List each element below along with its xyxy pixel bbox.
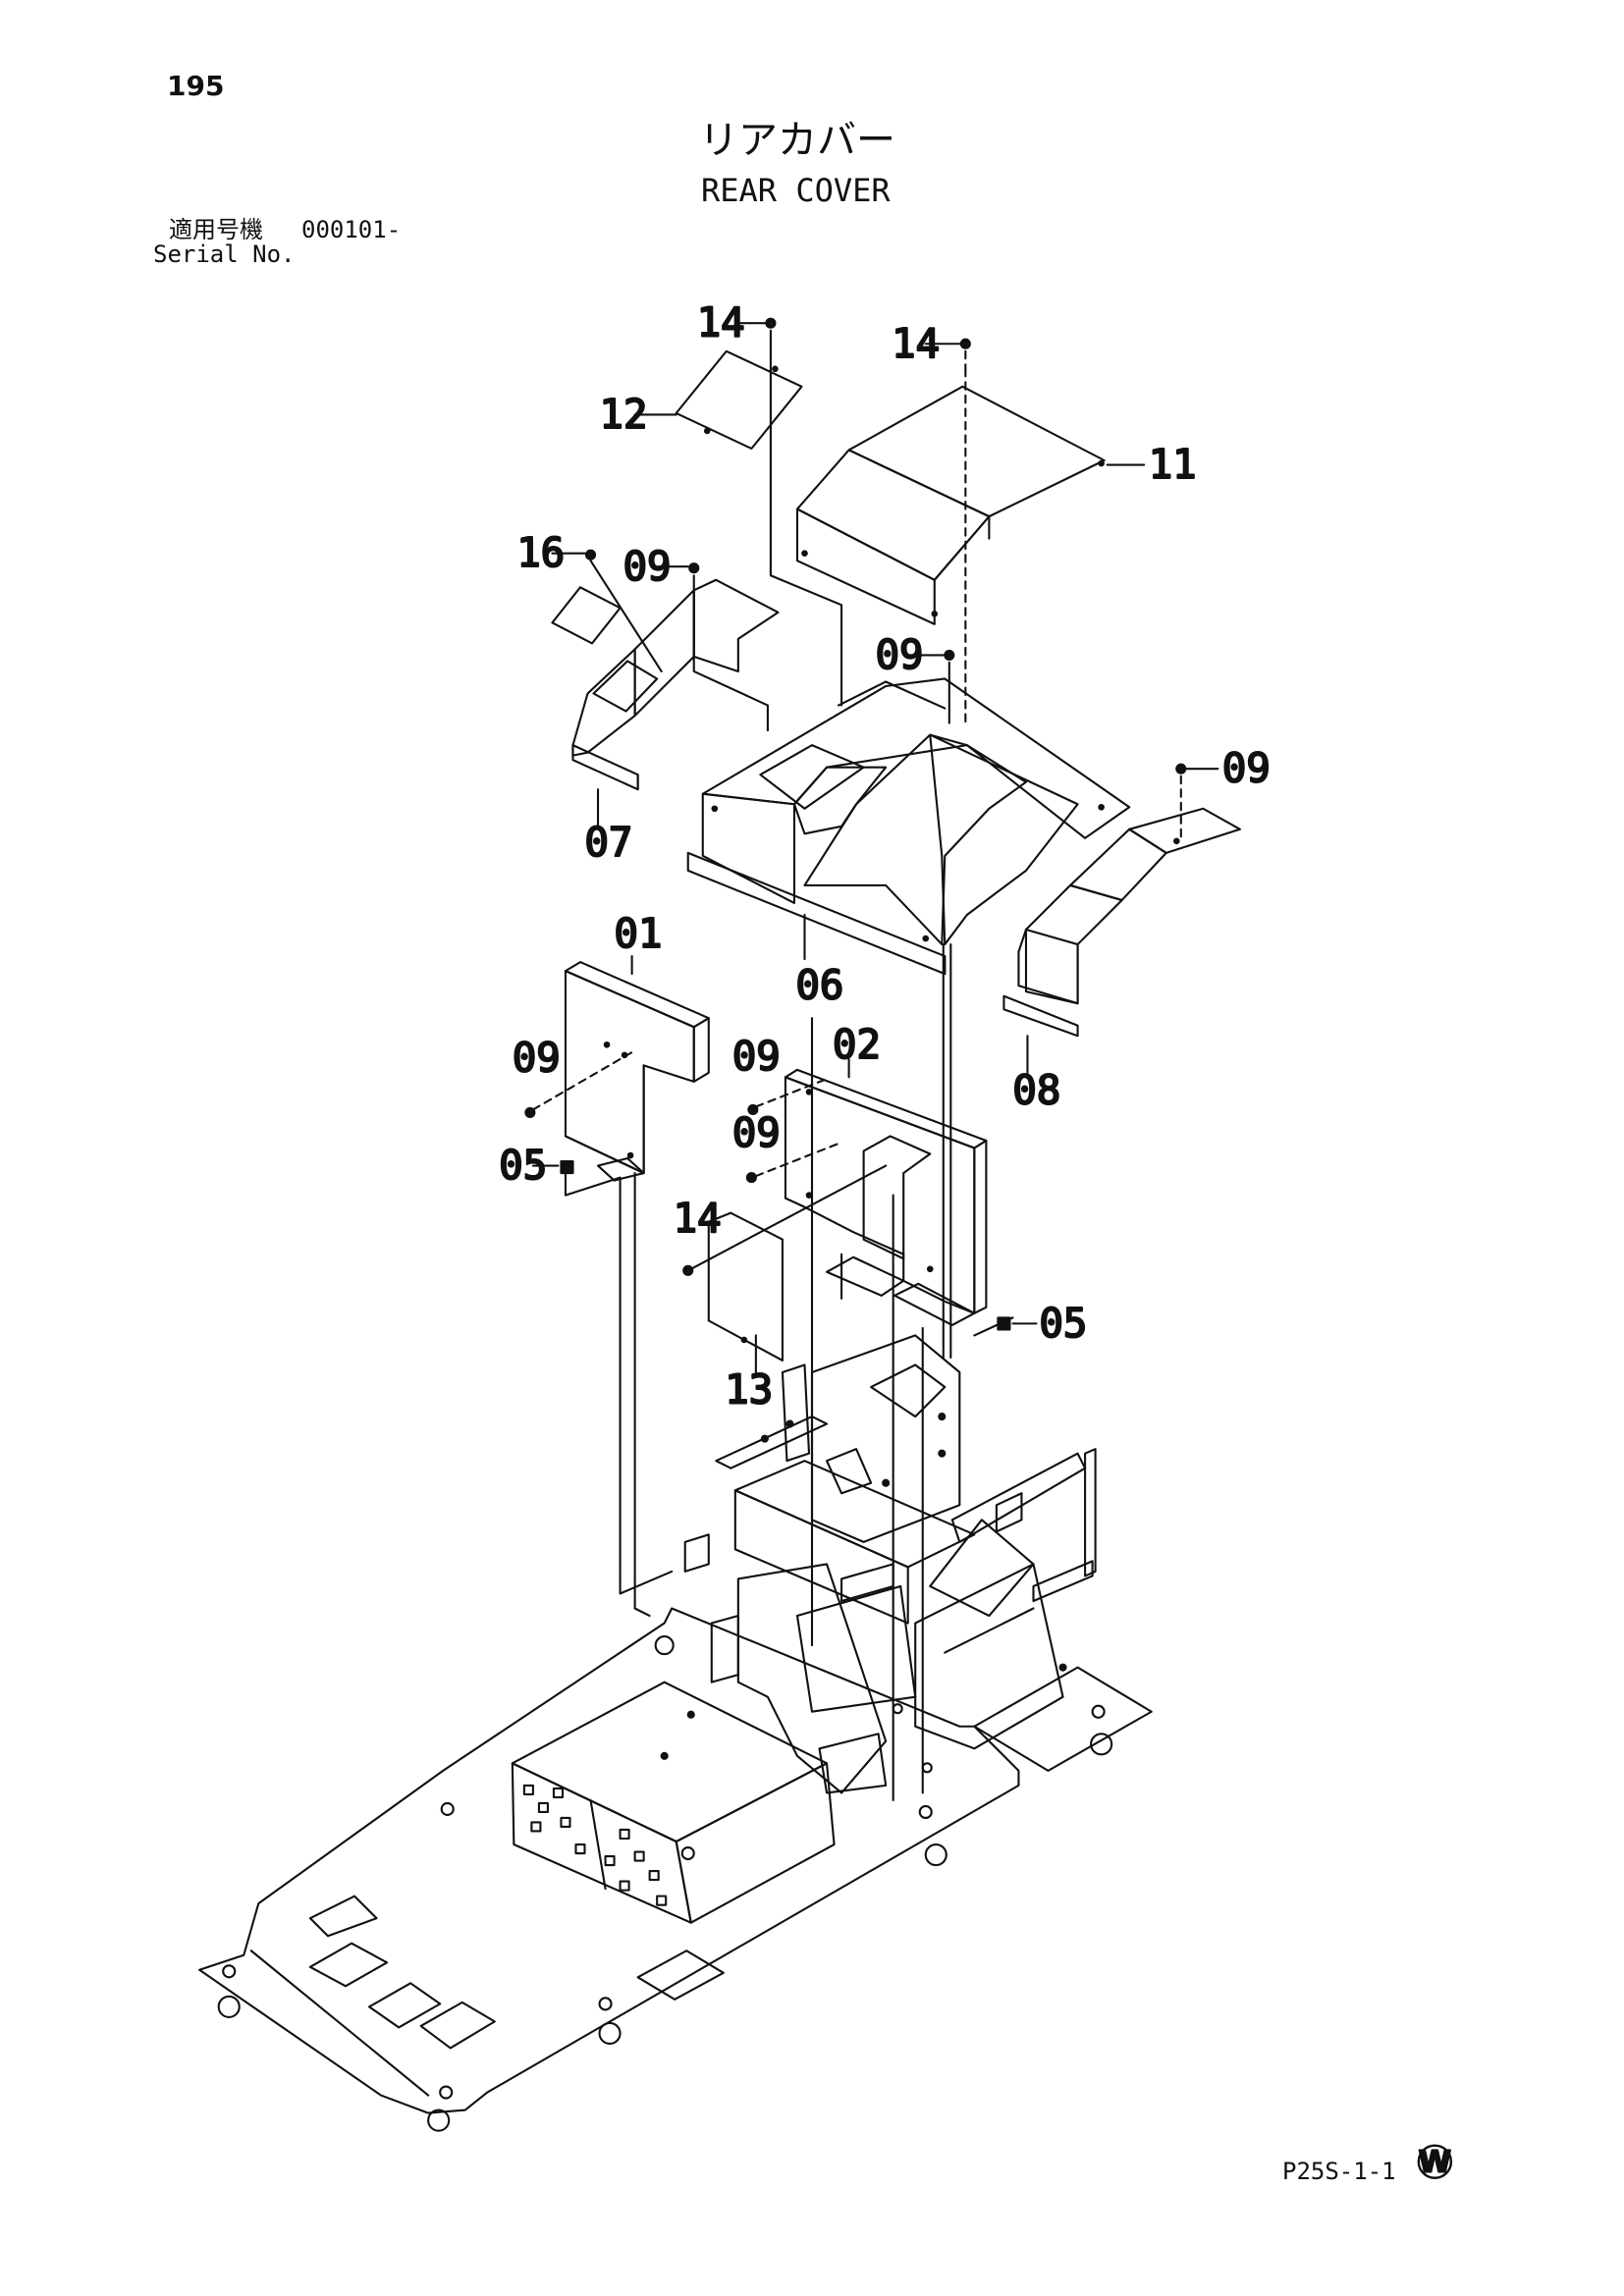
part-11-hood-cover — [795, 385, 1106, 625]
callout-09: 09 — [513, 1034, 561, 1081]
part-16-lid — [551, 586, 622, 645]
part-02-center-panel — [784, 1068, 988, 1326]
part-07-left-cover — [571, 578, 780, 828]
serial-label-english: Serial No. — [153, 240, 296, 268]
callout-05: 05 — [1039, 1300, 1087, 1347]
callout-09: 09 — [1222, 745, 1271, 792]
part-12-plate — [675, 349, 803, 451]
callout-02: 02 — [833, 1021, 881, 1068]
callout-11: 11 — [1149, 441, 1197, 488]
callout-06: 06 — [795, 962, 843, 1009]
part-08-right-cover — [1002, 807, 1241, 1076]
base-frame-assembly — [198, 1334, 1153, 2132]
callout-09: 09 — [623, 543, 672, 590]
page-number: 195 — [167, 70, 225, 102]
callout-12: 12 — [600, 391, 648, 438]
part-13-access-plate — [707, 1211, 784, 1362]
drawing-code: P25S-1-1 — [1282, 2158, 1396, 2185]
callout-16: 16 — [516, 529, 565, 576]
page-title-japanese: リアカバー — [699, 118, 895, 163]
w-mark: W — [1417, 2144, 1453, 2181]
serial-label-japanese: 適用号機 — [169, 216, 263, 243]
callout-01: 01 — [615, 910, 663, 957]
serial-number-value: 000101- — [301, 216, 402, 243]
assembly-lines — [531, 322, 1219, 1801]
callout-09: 09 — [876, 631, 924, 678]
callout-14: 14 — [892, 320, 940, 367]
callout-09: 09 — [732, 1109, 781, 1156]
callout-14: 14 — [697, 299, 745, 347]
callout-labels: 14 14 12 11 16 09 09 09 07 06 01 02 08 0… — [498, 298, 1272, 1415]
callout-08: 08 — [1012, 1066, 1060, 1113]
page-title-english: REAR COVER — [701, 172, 891, 209]
callout-05: 05 — [499, 1142, 547, 1189]
callout-14: 14 — [674, 1195, 722, 1242]
w-mark-letter: W — [1419, 2146, 1451, 2180]
battery-box-vents — [522, 1784, 668, 1906]
part-06-center-cover — [686, 677, 1131, 976]
part-01-left-panel — [564, 961, 710, 1182]
callout-13: 13 — [725, 1366, 773, 1414]
callout-09: 09 — [732, 1033, 781, 1080]
callout-07: 07 — [585, 819, 633, 866]
